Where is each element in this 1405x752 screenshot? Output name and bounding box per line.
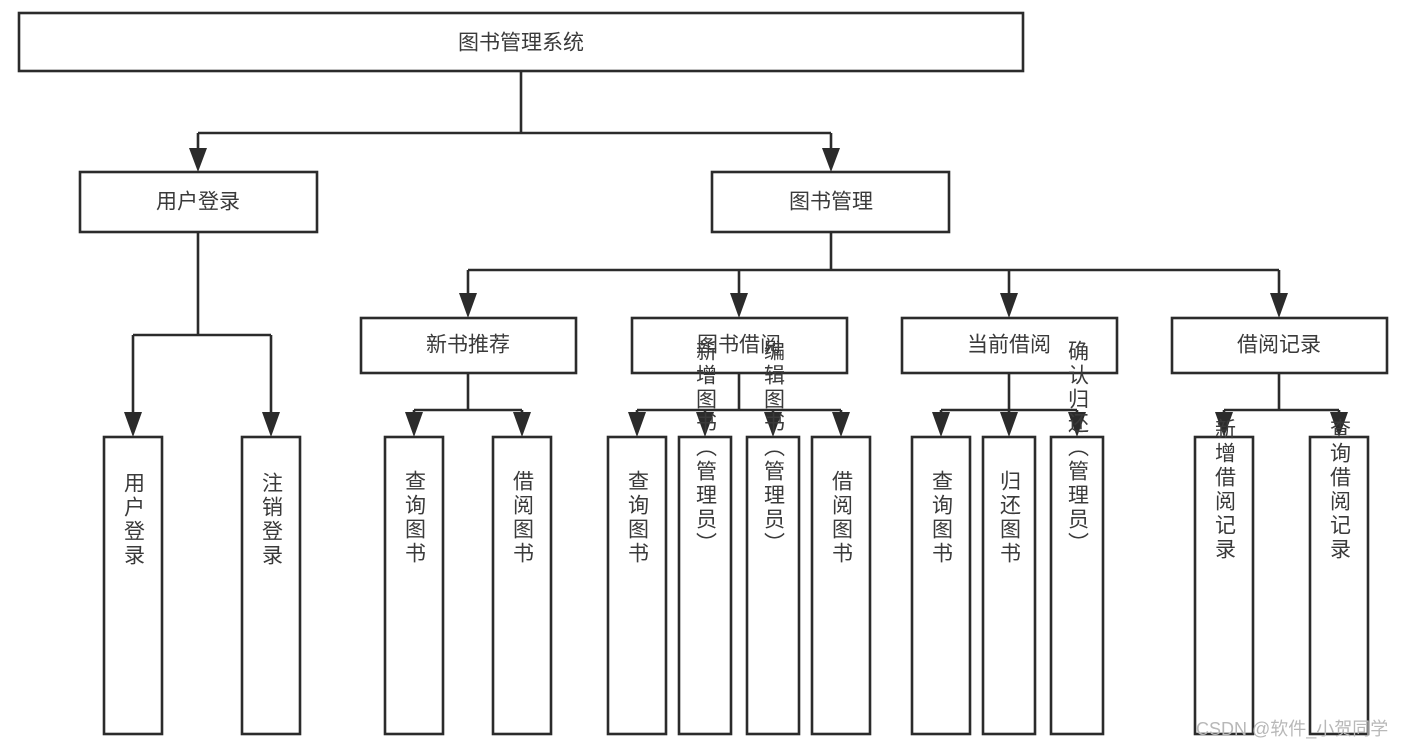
node-leaf-borrow-book-2[interactable]: 借阅图书 (810, 435, 872, 736)
arrow-head-leaf-add-book-admin (696, 412, 714, 437)
node-leaf-borrow-book-1-label: 借阅图书 (511, 470, 535, 566)
node-book-borrow-box[interactable] (630, 316, 849, 375)
arrow-head-leaf-add-borrow-record (1215, 412, 1233, 437)
arrow-head-leaf-return-book (1000, 412, 1018, 437)
csdn-watermark: CSDN @软件_小贺同学 (1196, 719, 1388, 740)
arrow-head-book-management (822, 148, 840, 172)
node-leaf-edit-book-admin-box[interactable] (745, 435, 801, 736)
node-leaf-borrow-book-1[interactable]: 借阅图书 (491, 435, 553, 736)
node-current-borrow[interactable]: 当前借阅 (900, 316, 1119, 375)
arrow-head-leaf-borrow-book-1 (513, 412, 531, 437)
node-leaf-query-book-3-box[interactable] (910, 435, 972, 736)
node-leaf-query-book-3[interactable]: 查询图书 (910, 435, 972, 736)
arrow-head-leaf-logout-login (262, 412, 280, 437)
node-leaf-logout-login[interactable]: 注销登录 (240, 435, 302, 736)
node-root-label: 图书管理系统 (458, 32, 584, 55)
arrow-head-leaf-query-borrow-record (1330, 412, 1348, 437)
node-leaf-query-book-1-label: 查询图书 (403, 470, 427, 566)
arrow-head-new-book-recommend (459, 293, 477, 318)
arrow-head-leaf-query-book-3 (932, 412, 950, 437)
arrow-head-leaf-confirm-return-admin (1068, 412, 1086, 437)
node-leaf-add-book-admin[interactable]: 新增图书（管理员） (677, 340, 733, 736)
arrow-head-leaf-user-login (124, 412, 142, 437)
node-new-book-recommend-label: 新书推荐 (426, 334, 510, 357)
arrow-head-borrow-record (1270, 293, 1288, 318)
node-leaf-borrow-book-2-box[interactable] (810, 435, 872, 736)
node-book-management-label: 图书管理 (789, 191, 873, 214)
node-leaf-logout-login-box[interactable] (240, 435, 302, 736)
node-leaf-add-borrow-record-box[interactable] (1193, 435, 1255, 736)
node-leaf-query-book-3-label: 查询图书 (930, 470, 954, 566)
node-root-box[interactable] (17, 11, 1025, 73)
node-leaf-add-borrow-record[interactable]: 新增借阅记录 (1193, 418, 1255, 736)
node-user-login-box[interactable] (78, 170, 319, 234)
connector-layer (124, 71, 1348, 437)
node-leaf-borrow-book-2-label: 借阅图书 (830, 470, 854, 566)
node-leaf-query-book-2-box[interactable] (606, 435, 668, 736)
node-leaf-return-book[interactable]: 归还图书 (981, 435, 1037, 736)
node-new-book-recommend-box[interactable] (359, 316, 578, 375)
node-leaf-confirm-return-admin-label: 确认归还（管理员） (1066, 340, 1090, 556)
node-root[interactable]: 图书管理系统 (17, 11, 1025, 73)
node-leaf-query-book-2-label: 查询图书 (626, 470, 650, 566)
node-book-management[interactable]: 图书管理 (710, 170, 951, 234)
node-current-borrow-label: 当前借阅 (967, 334, 1051, 357)
node-new-book-recommend[interactable]: 新书推荐 (359, 316, 578, 375)
node-leaf-query-book-2[interactable]: 查询图书 (606, 435, 668, 736)
node-leaf-query-borrow-record[interactable]: 查询借阅记录 (1308, 418, 1370, 736)
arrow-head-leaf-query-book-1 (405, 412, 423, 437)
arrow-head-book-borrow (730, 293, 748, 318)
node-leaf-add-borrow-record-label: 新增借阅记录 (1213, 418, 1237, 562)
node-leaf-confirm-return-admin[interactable]: 确认归还（管理员） (1049, 340, 1105, 736)
node-current-borrow-box[interactable] (900, 316, 1119, 375)
node-borrow-record-box[interactable] (1170, 316, 1389, 375)
node-leaf-edit-book-admin[interactable]: 编辑图书（管理员） (745, 340, 801, 736)
node-leaf-add-book-admin-label: 新增图书（管理员） (694, 340, 718, 556)
node-leaf-query-borrow-record-box[interactable] (1308, 435, 1370, 736)
node-user-login-label: 用户登录 (156, 191, 240, 214)
node-leaf-query-book-1[interactable]: 查询图书 (383, 435, 445, 736)
node-borrow-record[interactable]: 借阅记录 (1170, 316, 1389, 375)
arrow-head-current-borrow (1000, 293, 1018, 318)
node-user-login[interactable]: 用户登录 (78, 170, 319, 234)
node-leaf-user-login-box[interactable] (102, 435, 164, 736)
node-leaf-confirm-return-admin-box[interactable] (1049, 435, 1105, 736)
node-leaf-add-book-admin-box[interactable] (677, 435, 733, 736)
arrow-head-leaf-borrow-book-2 (832, 412, 850, 437)
node-book-borrow-label: 图书借阅 (697, 334, 781, 357)
node-leaf-query-borrow-record-label: 查询借阅记录 (1328, 418, 1352, 562)
arrow-head-leaf-query-book-2 (628, 412, 646, 437)
node-book-management-box[interactable] (710, 170, 951, 234)
node-leaf-edit-book-admin-label: 编辑图书（管理员） (762, 340, 786, 556)
node-leaf-return-book-box[interactable] (981, 435, 1037, 736)
arrow-head-user-login (189, 148, 207, 172)
node-borrow-record-label: 借阅记录 (1237, 334, 1321, 357)
node-leaf-borrow-book-1-box[interactable] (491, 435, 553, 736)
node-leaf-user-login-label: 用户登录 (122, 472, 146, 568)
node-leaf-user-login[interactable]: 用户登录 (102, 435, 164, 736)
node-leaf-query-book-1-box[interactable] (383, 435, 445, 736)
node-leaf-logout-login-label: 注销登录 (260, 472, 284, 568)
node-book-borrow[interactable]: 图书借阅 (630, 316, 849, 375)
node-leaf-return-book-label: 归还图书 (998, 470, 1022, 566)
arrow-head-leaf-edit-book-admin (764, 412, 782, 437)
